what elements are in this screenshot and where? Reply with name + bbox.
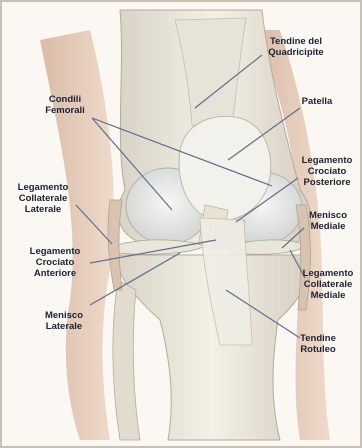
label-menisco-mediale: Menisco Mediale [300, 210, 356, 232]
lateral-soft-tissue [40, 30, 114, 440]
label-tendine-quadricipite: Tendine del Quadricipite [256, 36, 336, 58]
label-legamento-collaterale-mediale: Legamento Collaterale Mediale [296, 268, 360, 301]
label-patella: Patella [290, 96, 344, 107]
label-tendine-rotuleo: Tendine Rotuleo [290, 333, 346, 355]
label-legamento-crociato-posteriore: Legamento Crociato Posteriore [294, 155, 360, 188]
label-menisco-laterale: Menisco Laterale [36, 310, 92, 332]
label-legamento-collaterale-laterale: Legamento Collaterale Laterale [10, 182, 76, 215]
label-condili-femorali: Condili Femorali [38, 94, 92, 116]
fibula [113, 280, 140, 440]
label-legamento-crociato-anteriore: Legamento Crociato Anteriore [22, 246, 88, 279]
